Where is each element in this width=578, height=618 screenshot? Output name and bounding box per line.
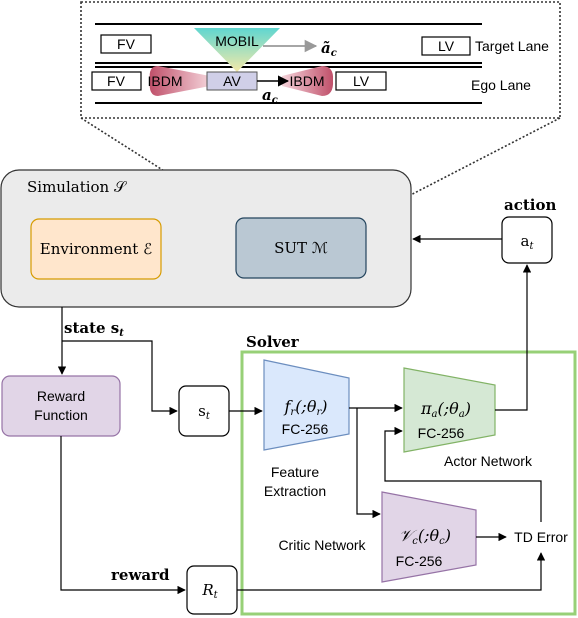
action-label: action (504, 196, 556, 214)
state-node-label: st (198, 402, 211, 422)
actor-network-trapezoid (403, 367, 496, 453)
simulation-block: Simulation 𝒮 Environment ℰ SUT ℳ (0, 169, 412, 308)
idm-front-label: IBDM (290, 73, 325, 89)
ego-lane-label: Ego Lane (471, 77, 531, 93)
idm-rear-label: IBDM (148, 73, 183, 89)
actor-to-action-arrow (495, 264, 532, 411)
simulation-title: Simulation 𝒮 (27, 178, 127, 196)
target-lv-label: LV (438, 38, 455, 54)
feature-caption-2: Extraction (264, 483, 326, 499)
critic-network-trapezoid (381, 491, 477, 583)
reward-node-label: Rt (201, 581, 218, 601)
reward-flow: reward Rt (60, 436, 238, 615)
target-fv-vehicle (100, 34, 152, 54)
actor-fc-label: FC-256 (418, 425, 465, 441)
ego-av-label: AV (223, 73, 241, 89)
state-to-node-arrow (62, 340, 178, 416)
state-label: state st (64, 319, 124, 339)
target-lane-label: Target Lane (475, 38, 549, 54)
environment-box (30, 218, 162, 280)
action-node (501, 216, 553, 264)
reward-function-line2: Function (34, 407, 88, 423)
solver-title: Solver (246, 333, 300, 351)
ego-lv-vehicle (335, 71, 387, 91)
actor-caption: Actor Network (444, 453, 533, 469)
accel-action: ac (262, 86, 278, 106)
zoom-line-left (80, 117, 239, 219)
sut-box (235, 217, 367, 279)
mobil-label: MOBIL (215, 33, 259, 49)
idm-front-cone (282, 66, 334, 96)
feature-to-critic-arrow (356, 408, 381, 519)
critic-fc-label: FC-256 (396, 553, 443, 569)
reward-label: reward (111, 566, 170, 584)
feature-fc-label: FC-256 (282, 421, 329, 437)
td-error-label: TD Error (514, 529, 568, 545)
mobil-cone (194, 28, 280, 72)
actor-fn-label: πa(;θa) (420, 399, 471, 420)
state-flow: state st st (57, 307, 230, 437)
solver-block: Solver fr(;θr) FC-256 Feature Extraction… (229, 264, 577, 616)
feature-caption-1: Feature (271, 464, 319, 480)
target-lv-vehicle (421, 36, 471, 56)
td-to-actor-arrow (384, 426, 542, 522)
reward-to-td-arrow (237, 552, 546, 591)
lane-change-action: ãc (321, 39, 337, 59)
reward-function-line1: Reward (37, 388, 85, 404)
ego-fv-label: FV (107, 73, 126, 89)
reward-arrow (60, 436, 186, 595)
environment-label: Environment ℰ (40, 240, 152, 258)
ego-fv-vehicle (91, 71, 142, 91)
solver-border (240, 350, 577, 616)
action-block: action at (412, 196, 556, 264)
scenario-panel: FV LV Target Lane MOBIL ãc FV IBDM AV IB… (80, 1, 561, 119)
ego-lv-label: LV (353, 73, 370, 89)
reward-function-box (1, 375, 121, 437)
idm-rear-cone (149, 66, 210, 96)
target-fv-label: FV (117, 36, 136, 52)
action-node-label: at (521, 232, 535, 252)
scenario-border (80, 1, 561, 119)
feature-fn-label: fr(;θr) (283, 397, 327, 418)
feature-extraction-trapezoid (263, 359, 350, 451)
sut-label: SUT ℳ (274, 239, 328, 257)
reward-function-block: Reward Function (1, 375, 121, 437)
critic-caption: Critic Network (278, 537, 366, 553)
